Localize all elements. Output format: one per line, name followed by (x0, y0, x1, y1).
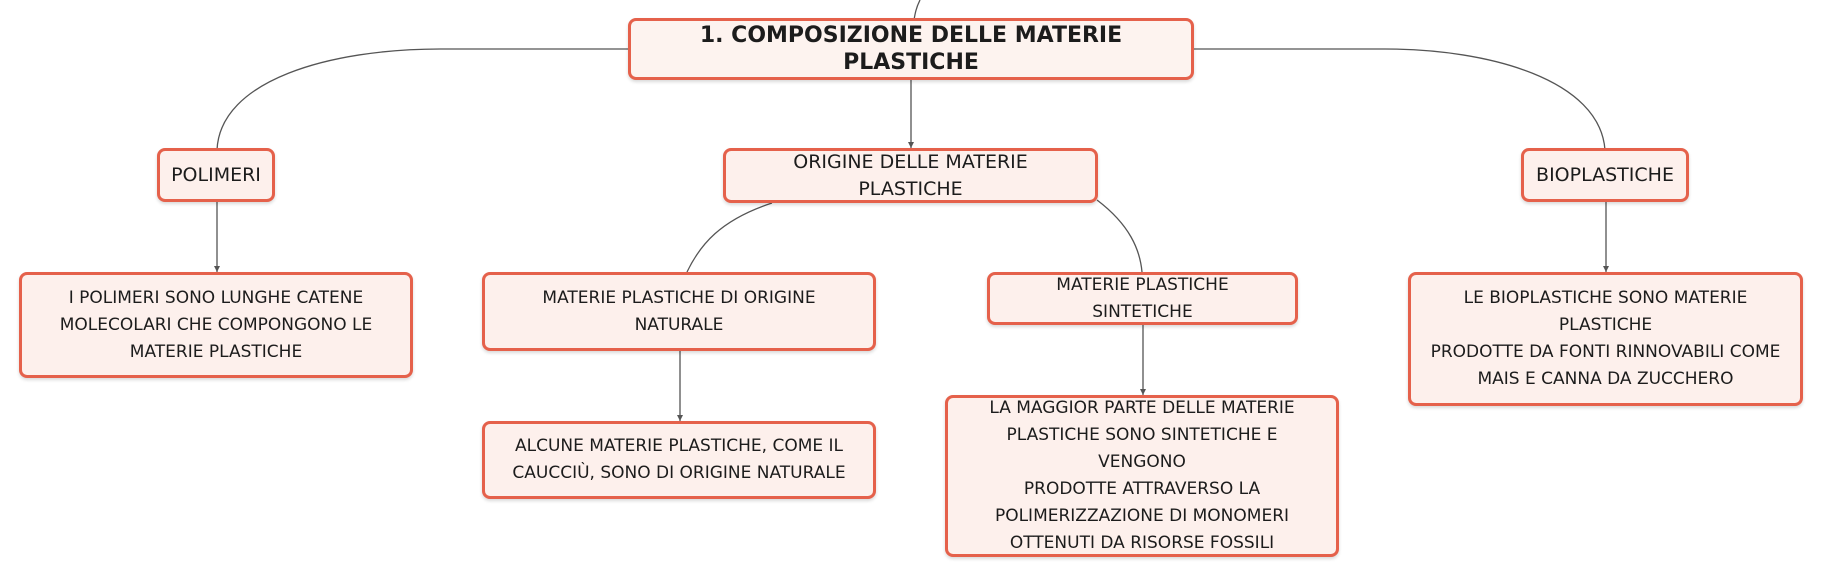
node-origine[interactable]: ORIGINE DELLE MATERIE PLASTICHE (723, 148, 1098, 203)
link-origine-naturale (686, 202, 773, 273)
root-node[interactable]: 1. COMPOSIZIONE DELLE MATERIE PLASTICHE (628, 18, 1194, 80)
polimeri-desc: I POLIMERI SONO LUNGHE CATENE MOLECOLARI… (59, 287, 373, 362)
node-naturale-desc[interactable]: ALCUNE MATERIE PLASTICHE, COME IL CAUCCI… (482, 421, 876, 499)
sintetiche-desc: LA MAGGIOR PARTE DELLE MATERIE PLASTICHE… (989, 398, 1295, 553)
origine-label: ORIGINE DELLE MATERIE PLASTICHE (793, 150, 1028, 200)
node-sintetiche-desc[interactable]: LA MAGGIOR PARTE DELLE MATERIE PLASTICHE… (945, 395, 1339, 557)
arrowhead (908, 142, 914, 148)
naturale-label: MATERIE PLASTICHE DI ORIGINE NATURALE (542, 287, 816, 335)
bioplastiche-label: BIOPLASTICHE (1536, 163, 1674, 186)
node-polimeri[interactable]: POLIMERI (157, 148, 275, 202)
arrowhead (1603, 266, 1609, 272)
naturale-desc: ALCUNE MATERIE PLASTICHE, COME IL CAUCCI… (512, 436, 846, 483)
node-sintetiche[interactable]: MATERIE PLASTICHE SINTETICHE (987, 272, 1298, 325)
node-bioplastiche[interactable]: BIOPLASTICHE (1521, 148, 1689, 202)
link-root-bioplastiche (1193, 48, 1606, 151)
arrowhead (1140, 389, 1146, 395)
link-root-polimeri (216, 48, 632, 151)
link-parent-root (913, 0, 921, 21)
polimeri-label: POLIMERI (171, 163, 261, 186)
link-origine-sintetiche (1096, 199, 1143, 273)
sintetiche-label: MATERIE PLASTICHE SINTETICHE (1056, 274, 1229, 322)
arrowhead (214, 266, 220, 272)
arrowhead (677, 415, 683, 421)
node-naturale[interactable]: MATERIE PLASTICHE DI ORIGINE NATURALE (482, 272, 876, 351)
node-bioplastiche-desc[interactable]: LE BIOPLASTICHE SONO MATERIE PLASTICHE P… (1408, 272, 1803, 406)
node-polimeri-desc[interactable]: I POLIMERI SONO LUNGHE CATENE MOLECOLARI… (19, 272, 413, 378)
root-label: 1. COMPOSIZIONE DELLE MATERIE PLASTICHE (699, 23, 1123, 75)
bioplastiche-desc: LE BIOPLASTICHE SONO MATERIE PLASTICHE P… (1430, 288, 1781, 389)
